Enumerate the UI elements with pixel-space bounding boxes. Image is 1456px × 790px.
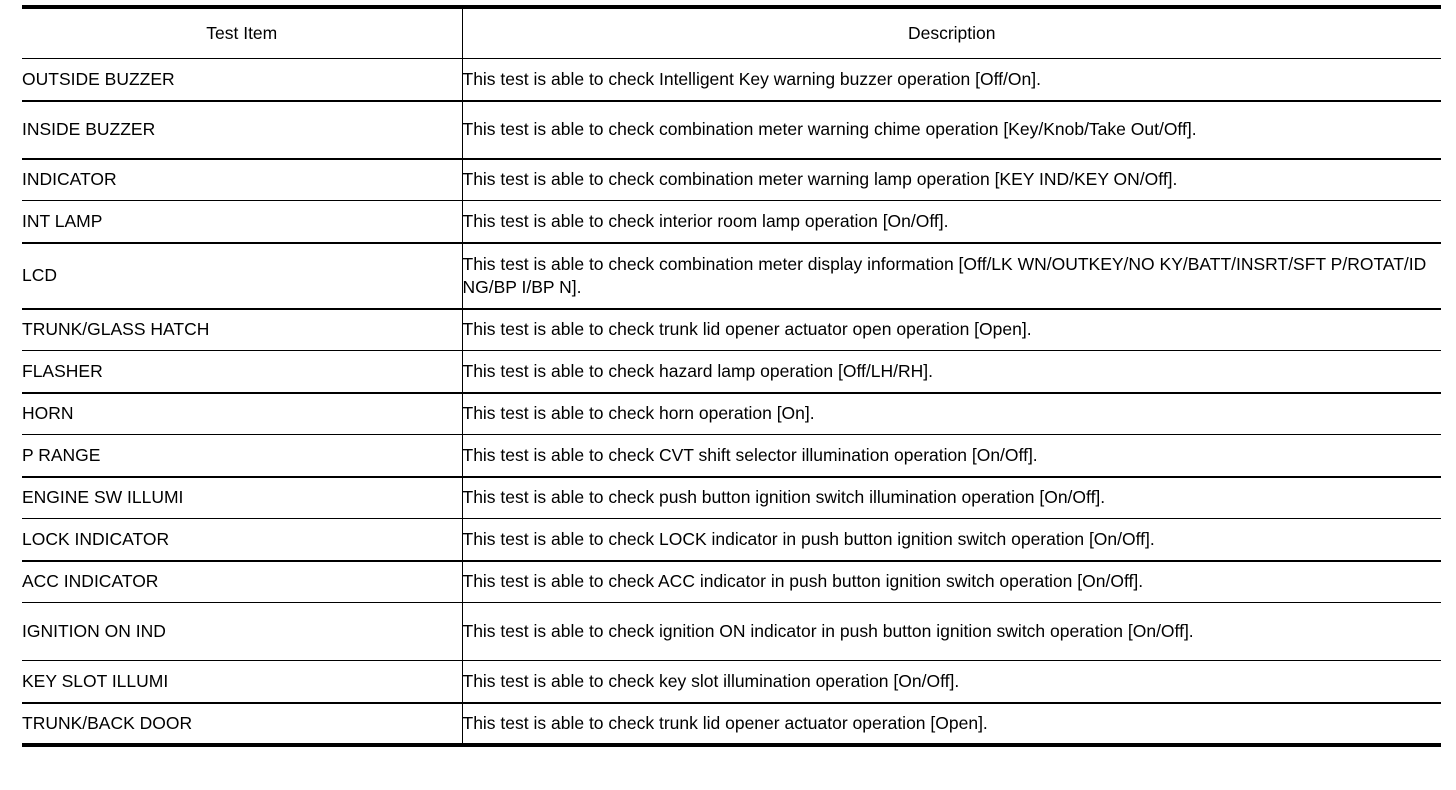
cell-test-item: LCD [22,241,463,309]
cell-description: This test is able to check Intelligent K… [462,58,1441,101]
cell-test-item: HORN [22,391,463,435]
table-row: TRUNK/GLASS HATCH This test is able to c… [22,307,1441,351]
cell-description: This test is able to check horn operatio… [462,391,1441,435]
cell-test-item: P RANGE [22,434,463,477]
cell-description: This test is able to check combination m… [462,99,1441,159]
table-body: OUTSIDE BUZZER This test is able to chec… [22,58,1441,747]
cell-test-item: KEY SLOT ILLUMI [22,660,463,703]
cell-description: This test is able to check key slot illu… [462,660,1441,703]
table-row: LOCK INDICATOR This test is able to chec… [22,518,1441,561]
table-row: INT LAMP This test is able to check inte… [22,200,1441,243]
table-row: TRUNK/BACK DOOR This test is able to che… [22,701,1441,747]
test-item-description-table: Test Item Description OUTSIDE BUZZER Thi… [22,5,1441,747]
table-row: LCD This test is able to check combinati… [22,241,1441,309]
cell-test-item: ENGINE SW ILLUMI [22,475,463,519]
table-row: INSIDE BUZZER This test is able to check… [22,99,1441,159]
table-header: Test Item Description [22,5,1441,59]
cell-description: This test is able to check combination m… [462,157,1441,201]
cell-test-item: TRUNK/GLASS HATCH [22,307,463,351]
spec-table-wrapper: Test Item Description OUTSIDE BUZZER Thi… [22,5,1441,747]
cell-description: This test is able to check push button i… [462,475,1441,519]
column-header-test-item: Test Item [22,5,463,59]
table-row: IGNITION ON IND This test is able to che… [22,602,1441,661]
cell-test-item: INDICATOR [22,157,463,201]
table-row: OUTSIDE BUZZER This test is able to chec… [22,58,1441,101]
cell-description: This test is able to check trunk lid ope… [462,701,1441,747]
cell-description: This test is able to check hazard lamp o… [462,350,1441,393]
cell-test-item: LOCK INDICATOR [22,518,463,561]
table-row: HORN This test is able to check horn ope… [22,391,1441,435]
cell-description: This test is able to check combination m… [462,241,1441,309]
column-header-description: Description [462,5,1441,59]
cell-description: This test is able to check interior room… [462,200,1441,243]
cell-test-item: INSIDE BUZZER [22,99,463,159]
cell-test-item: TRUNK/BACK DOOR [22,701,463,747]
cell-test-item: INT LAMP [22,200,463,243]
cell-test-item: OUTSIDE BUZZER [22,58,463,101]
cell-test-item: IGNITION ON IND [22,602,463,661]
table-row: FLASHER This test is able to check hazar… [22,350,1441,393]
table-header-row: Test Item Description [22,5,1441,59]
cell-test-item: FLASHER [22,350,463,393]
table-row: P RANGE This test is able to check CVT s… [22,434,1441,477]
cell-description: This test is able to check ACC indicator… [462,559,1441,603]
cell-test-item: ACC INDICATOR [22,559,463,603]
cell-description: This test is able to check CVT shift sel… [462,434,1441,477]
table-row: INDICATOR This test is able to check com… [22,157,1441,201]
table-row: ACC INDICATOR This test is able to check… [22,559,1441,603]
cell-description: This test is able to check trunk lid ope… [462,307,1441,351]
cell-description: This test is able to check LOCK indicato… [462,518,1441,561]
table-row: ENGINE SW ILLUMI This test is able to ch… [22,475,1441,519]
cell-description: This test is able to check ignition ON i… [462,602,1441,661]
table-row: KEY SLOT ILLUMI This test is able to che… [22,660,1441,703]
